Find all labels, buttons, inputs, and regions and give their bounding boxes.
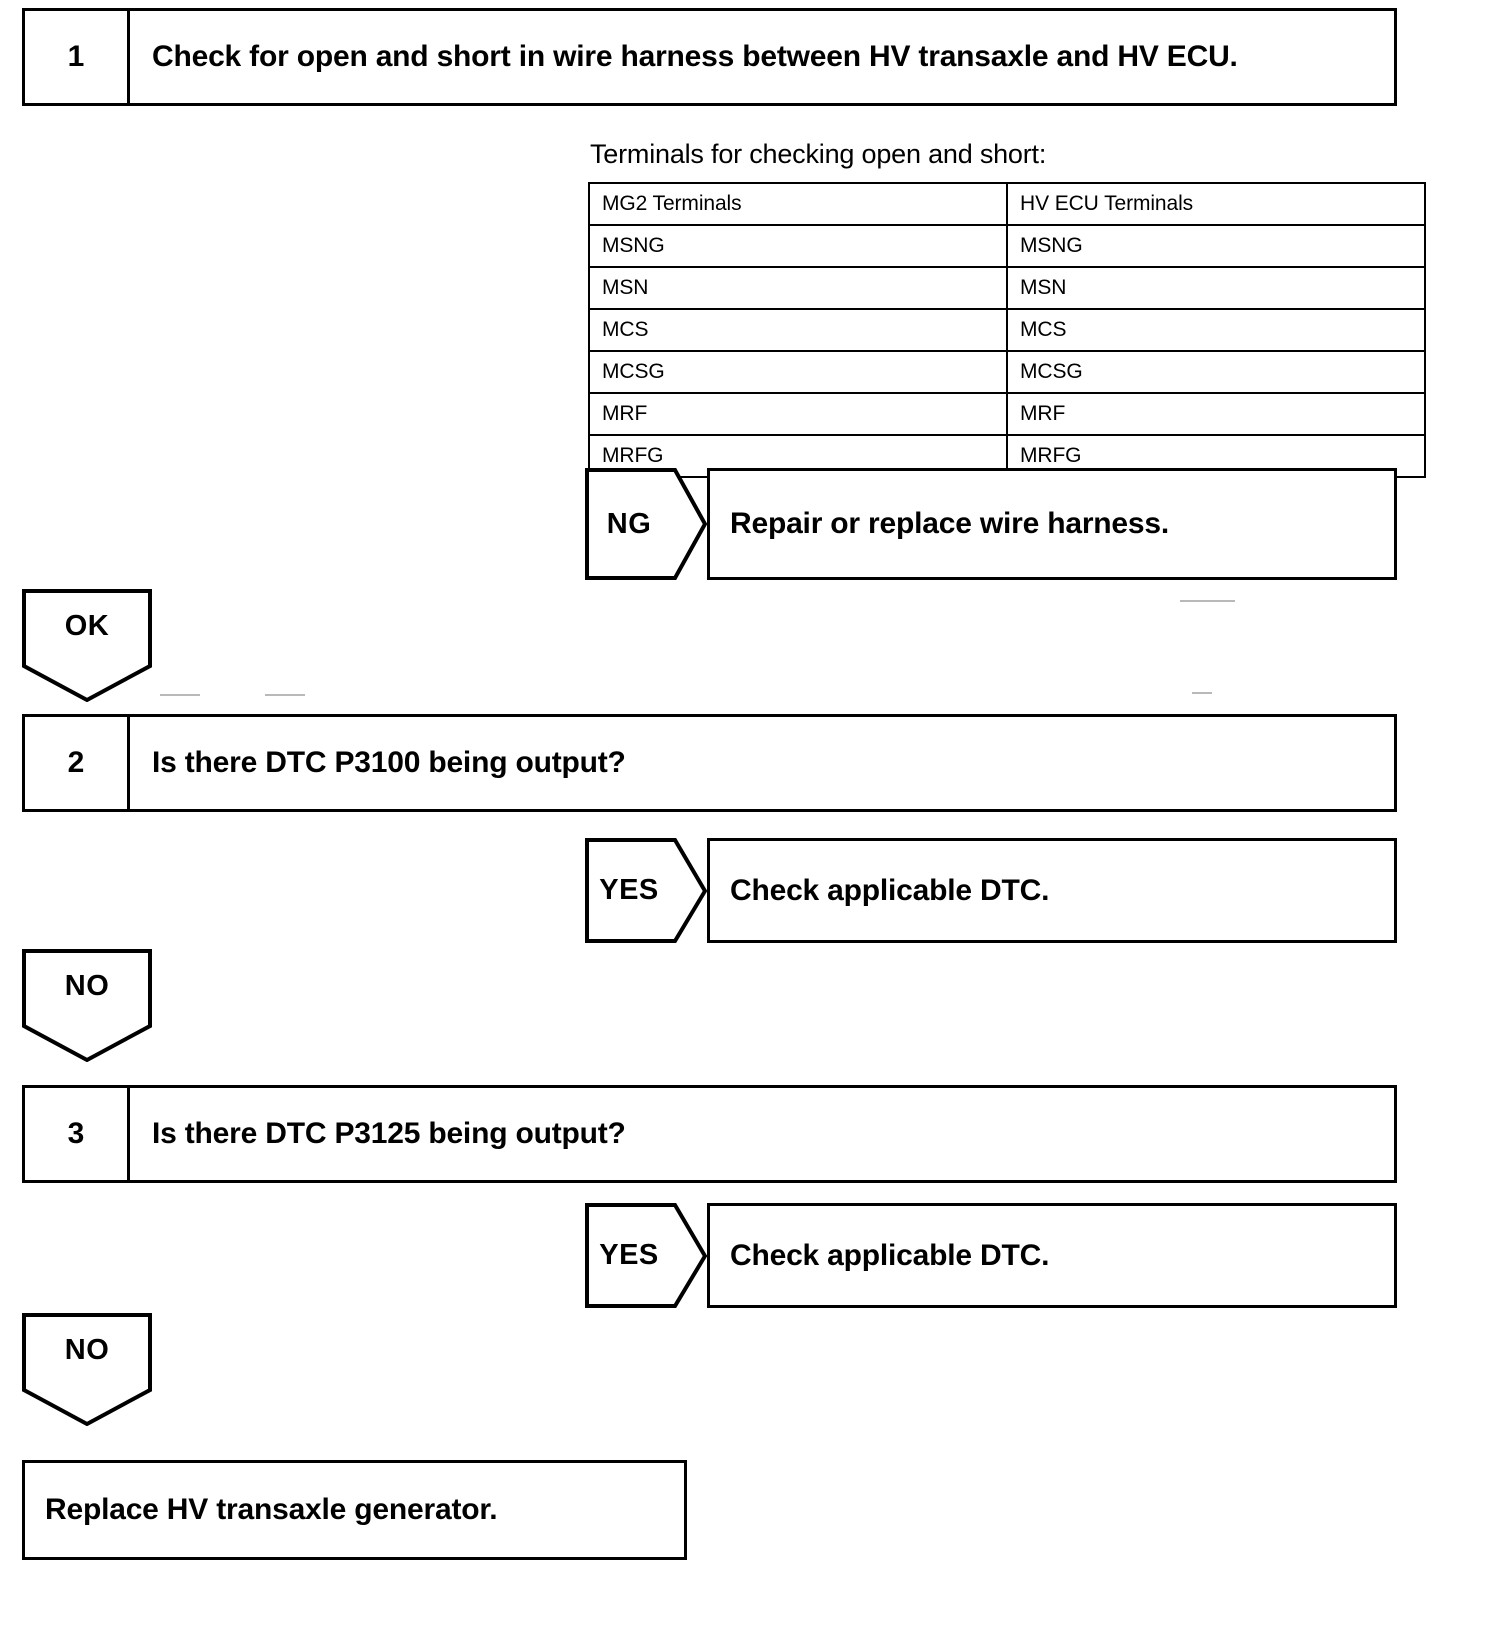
branch-arrow-yes-1: YES — [585, 838, 707, 943]
branch-label-yes-1: YES — [599, 874, 659, 906]
table-cell-mg2: MSNG — [588, 224, 1008, 268]
terminals-table-caption: Terminals for checking open and short: — [590, 139, 1047, 169]
step-number-2: 2 — [25, 717, 130, 809]
table-header-cell-hvecu: HV ECU Terminals — [1006, 182, 1426, 226]
table-cell-mg2: MSN — [588, 266, 1008, 310]
step-number-3: 3 — [25, 1088, 130, 1180]
table-row: MSNG MSNG — [588, 224, 1426, 268]
result-box-replace-generator: Replace HV transaxle generator. — [22, 1460, 687, 1560]
step-text-1: Check for open and short in wire harness… — [152, 40, 1238, 73]
table-row: MRF MRF — [588, 392, 1426, 436]
arrow-down-shape — [22, 1313, 152, 1426]
step-box-2: 2 Is there DTC P3100 being output? — [22, 714, 1397, 812]
table-cell-hvecu: MSNG — [1006, 224, 1426, 268]
arrow-right-shape — [585, 468, 707, 580]
branch-label-ng: NG — [606, 507, 652, 540]
table-row: MCSG MCSG — [588, 350, 1426, 394]
scan-artifact — [1180, 600, 1235, 602]
table-cell-hvecu: MCS — [1006, 308, 1426, 352]
step-text-2: Is there DTC P3100 being output? — [152, 746, 626, 779]
branch-arrow-no-2: NO — [22, 1313, 152, 1426]
step-box-1: 1 Check for open and short in wire harne… — [22, 8, 1397, 106]
branch-label-no-1: NO — [64, 969, 110, 1002]
step-text-3: Is there DTC P3125 being output? — [152, 1117, 626, 1150]
terminals-table: MG2 Terminals HV ECU Terminals MSNG MSNG… — [588, 182, 1426, 478]
table-header-cell-mg2: MG2 Terminals — [588, 182, 1008, 226]
step-box-3: 3 Is there DTC P3125 being output? — [22, 1085, 1397, 1183]
arrow-right-shape — [585, 1203, 707, 1308]
result-box-check-dtc-1: Check applicable DTC. — [707, 838, 1397, 943]
table-cell-hvecu: MCSG — [1006, 350, 1426, 394]
table-row: MCS MCS — [588, 308, 1426, 352]
branch-arrow-yes-2: YES — [585, 1203, 707, 1308]
branch-label-yes-2: YES — [599, 1239, 659, 1271]
arrow-right-shape — [585, 838, 707, 943]
table-header-row: MG2 Terminals HV ECU Terminals — [588, 182, 1426, 226]
table-cell-mg2: MCSG — [588, 350, 1008, 394]
table-cell-mg2: MCS — [588, 308, 1008, 352]
branch-arrow-ok: OK — [22, 589, 152, 702]
arrow-down-shape — [22, 949, 152, 1062]
table-cell-mg2: MRF — [588, 392, 1008, 436]
branch-arrow-ng: NG — [585, 468, 707, 580]
branch-label-ok: OK — [64, 609, 110, 642]
arrow-down-shape — [22, 589, 152, 702]
scan-artifact — [265, 694, 305, 696]
table-cell-hvecu: MSN — [1006, 266, 1426, 310]
branch-label-no-2: NO — [64, 1333, 110, 1366]
scan-artifact — [160, 694, 200, 696]
result-box-check-dtc-2: Check applicable DTC. — [707, 1203, 1397, 1308]
scan-artifact — [1192, 692, 1212, 694]
step-number-1: 1 — [25, 11, 130, 103]
result-box-repair-harness: Repair or replace wire harness. — [707, 468, 1397, 580]
table-cell-hvecu: MRF — [1006, 392, 1426, 436]
table-row: MSN MSN — [588, 266, 1426, 310]
branch-arrow-no-1: NO — [22, 949, 152, 1062]
